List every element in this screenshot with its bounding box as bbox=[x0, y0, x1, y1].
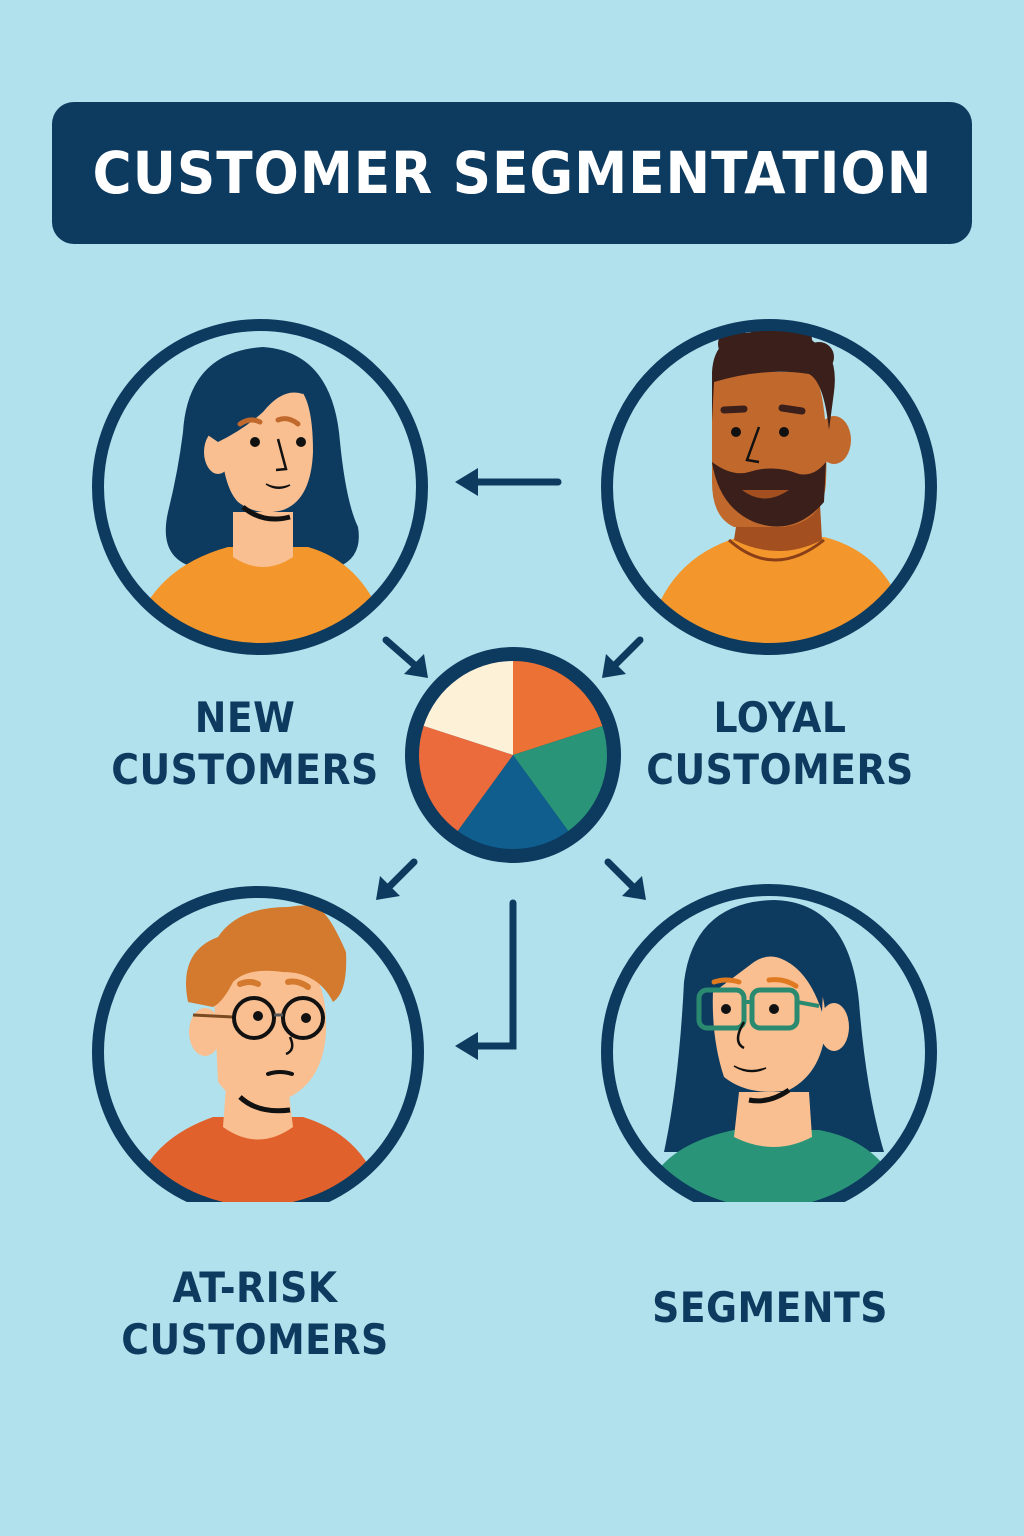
pie-chart-icon bbox=[395, 642, 631, 868]
page-title: CUSTOMER SEGMENTATION bbox=[92, 139, 932, 207]
bearded-man-avatar bbox=[584, 312, 954, 662]
woman-square-glasses-avatar bbox=[584, 862, 954, 1202]
label-at-risk-customers: AT-RISK CUSTOMERS bbox=[116, 1262, 395, 1366]
label-line1: AT-RISK bbox=[172, 1263, 338, 1312]
label-segments: SEGMENTS bbox=[631, 1282, 910, 1334]
label-new-customers: NEW CUSTOMERS bbox=[106, 692, 385, 796]
title-banner: CUSTOMER SEGMENTATION bbox=[52, 102, 972, 244]
label-line1: NEW bbox=[194, 693, 296, 742]
label-line1: SEGMENTS bbox=[652, 1283, 888, 1332]
man-round-glasses-avatar bbox=[78, 862, 448, 1202]
arrow-elbow-left-icon bbox=[471, 899, 517, 1050]
label-line2: CUSTOMERS bbox=[646, 745, 914, 794]
label-line2: CUSTOMERS bbox=[111, 745, 379, 794]
woman-wavy-hair-avatar bbox=[78, 312, 448, 662]
label-loyal-customers: LOYAL CUSTOMERS bbox=[641, 692, 920, 796]
label-line1: LOYAL bbox=[713, 693, 847, 742]
label-line2: CUSTOMERS bbox=[121, 1315, 389, 1364]
